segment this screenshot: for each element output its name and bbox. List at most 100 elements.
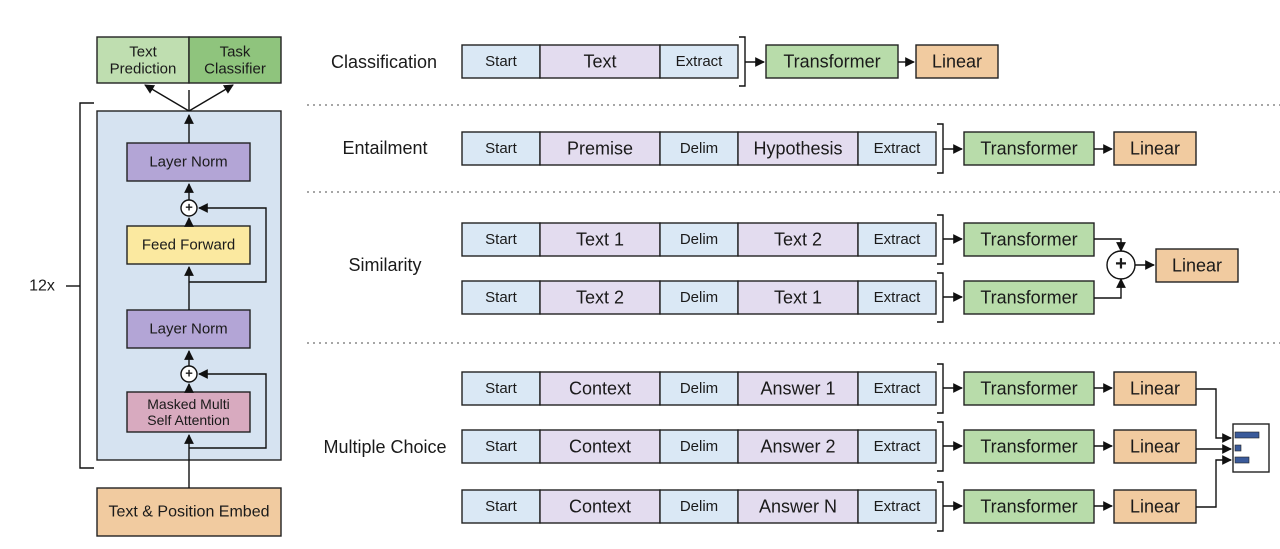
token-start: Start xyxy=(461,131,541,166)
softmax-bar-1 xyxy=(1234,431,1260,439)
sequence-choice-1: Start Context Delim Answer 1 Extract xyxy=(461,371,937,406)
token-extract: Extract xyxy=(857,489,937,524)
sequence-choice-3: Start Context Delim Answer N Extract xyxy=(461,489,937,524)
task-label-multiple-choice: Multiple Choice xyxy=(323,437,446,457)
task-label-similarity: Similarity xyxy=(348,255,421,275)
token-text-2-label: Text 2 xyxy=(774,230,822,250)
arrow-mc-lin3-out xyxy=(1196,455,1232,508)
transformer-choice-1-label: Transformer xyxy=(980,379,1077,399)
token-delim-label: Delim xyxy=(680,231,718,248)
token-start: Start xyxy=(461,489,541,524)
residual-add-top-sign: + xyxy=(185,200,193,215)
token-delim: Delim xyxy=(659,371,739,406)
token-text-2: Text 2 xyxy=(737,222,859,257)
linear-classification-label: Linear xyxy=(932,52,982,72)
residual-add-bottom: + xyxy=(180,365,198,383)
linear-choice-1: Linear xyxy=(1113,371,1197,406)
token-text-2-label: Text 2 xyxy=(576,288,624,308)
softmax-bar-3 xyxy=(1234,456,1250,464)
linear-choice-2-label: Linear xyxy=(1130,437,1180,457)
token-context: Context xyxy=(539,371,661,406)
transformer-choice-2-label: Transformer xyxy=(980,437,1077,457)
token-answer-n-label: Answer N xyxy=(759,497,837,517)
bracket-choice-3 xyxy=(937,481,944,532)
residual-add-top: + xyxy=(180,199,198,217)
token-start-label: Start xyxy=(485,438,518,455)
token-delim-label: Delim xyxy=(680,438,718,455)
linear-similarity: Linear xyxy=(1155,248,1239,283)
transformer-entailment-label: Transformer xyxy=(980,139,1077,159)
arrow-mc-lin1-out xyxy=(1196,388,1232,443)
arrow-to-task-classifier xyxy=(188,84,234,112)
token-extract-label: Extract xyxy=(874,380,922,397)
arrow-sim-tf2-plus xyxy=(1094,278,1126,299)
token-delim-label: Delim xyxy=(680,140,718,157)
bracket-similarity-1 xyxy=(937,214,944,265)
token-extract: Extract xyxy=(659,44,739,79)
text-position-embed-label: Text & Position Embed xyxy=(109,504,270,521)
task-label-entailment: Entailment xyxy=(342,138,427,158)
sequence-choice-2: Start Context Delim Answer 2 Extract xyxy=(461,429,937,464)
token-extract: Extract xyxy=(857,131,937,166)
token-context: Context xyxy=(539,429,661,464)
transformer-choice-1: Transformer xyxy=(963,371,1095,406)
token-extract-label: Extract xyxy=(874,140,922,157)
linear-entailment: Linear xyxy=(1113,131,1197,166)
token-start: Start xyxy=(461,44,541,79)
transformer-entailment: Transformer xyxy=(963,131,1095,166)
token-answer-2-label: Answer 2 xyxy=(760,437,835,457)
token-answer-1-label: Answer 1 xyxy=(760,379,835,399)
feed-forward: Feed Forward xyxy=(126,225,251,265)
token-delim-label: Delim xyxy=(680,289,718,306)
token-context-label: Context xyxy=(569,437,631,457)
linear-choice-1-label: Linear xyxy=(1130,379,1180,399)
token-text-1: Text 1 xyxy=(737,280,859,315)
linear-entailment-label: Linear xyxy=(1130,139,1180,159)
token-delim: Delim xyxy=(659,280,739,315)
token-delim: Delim xyxy=(659,429,739,464)
token-start-label: Start xyxy=(485,380,518,397)
token-start-label: Start xyxy=(485,289,518,306)
residual-bottom xyxy=(189,369,267,449)
bracket-choice-1 xyxy=(937,363,944,414)
linear-choice-3: Linear xyxy=(1113,489,1197,524)
arrow-to-text-prediction xyxy=(144,84,190,112)
linear-choice-3-label: Linear xyxy=(1130,497,1180,517)
token-extract-label: Extract xyxy=(676,53,724,70)
feed-forward-label: Feed Forward xyxy=(142,237,235,254)
bracket-similarity-2 xyxy=(937,272,944,323)
token-start-label: Start xyxy=(485,231,518,248)
token-context-label: Context xyxy=(569,379,631,399)
repeat-brace xyxy=(79,102,94,469)
bracket-entailment xyxy=(937,123,944,174)
token-hypothesis: Hypothesis xyxy=(737,131,859,166)
bracket-choice-2 xyxy=(937,421,944,472)
token-delim-label: Delim xyxy=(680,498,718,515)
transformer-choice-2: Transformer xyxy=(963,429,1095,464)
transformer-similarity-2-label: Transformer xyxy=(980,288,1077,308)
residual-add-bottom-sign: + xyxy=(185,366,193,381)
token-text-1-label: Text 1 xyxy=(774,288,822,308)
transformer-similarity-1: Transformer xyxy=(963,222,1095,257)
token-text-1-label: Text 1 xyxy=(576,230,624,250)
layer-norm-top-label: Layer Norm xyxy=(149,154,227,171)
token-delim: Delim xyxy=(659,489,739,524)
linear-choice-2: Linear xyxy=(1113,429,1197,464)
bracket-classification xyxy=(739,36,746,87)
token-answer-n: Answer N xyxy=(737,489,859,524)
token-start-label: Start xyxy=(485,140,518,157)
token-text: Text xyxy=(539,44,661,79)
token-start: Start xyxy=(461,280,541,315)
transformer-classification: Transformer xyxy=(765,44,899,79)
token-extract-label: Extract xyxy=(874,438,922,455)
token-context-label: Context xyxy=(569,497,631,517)
